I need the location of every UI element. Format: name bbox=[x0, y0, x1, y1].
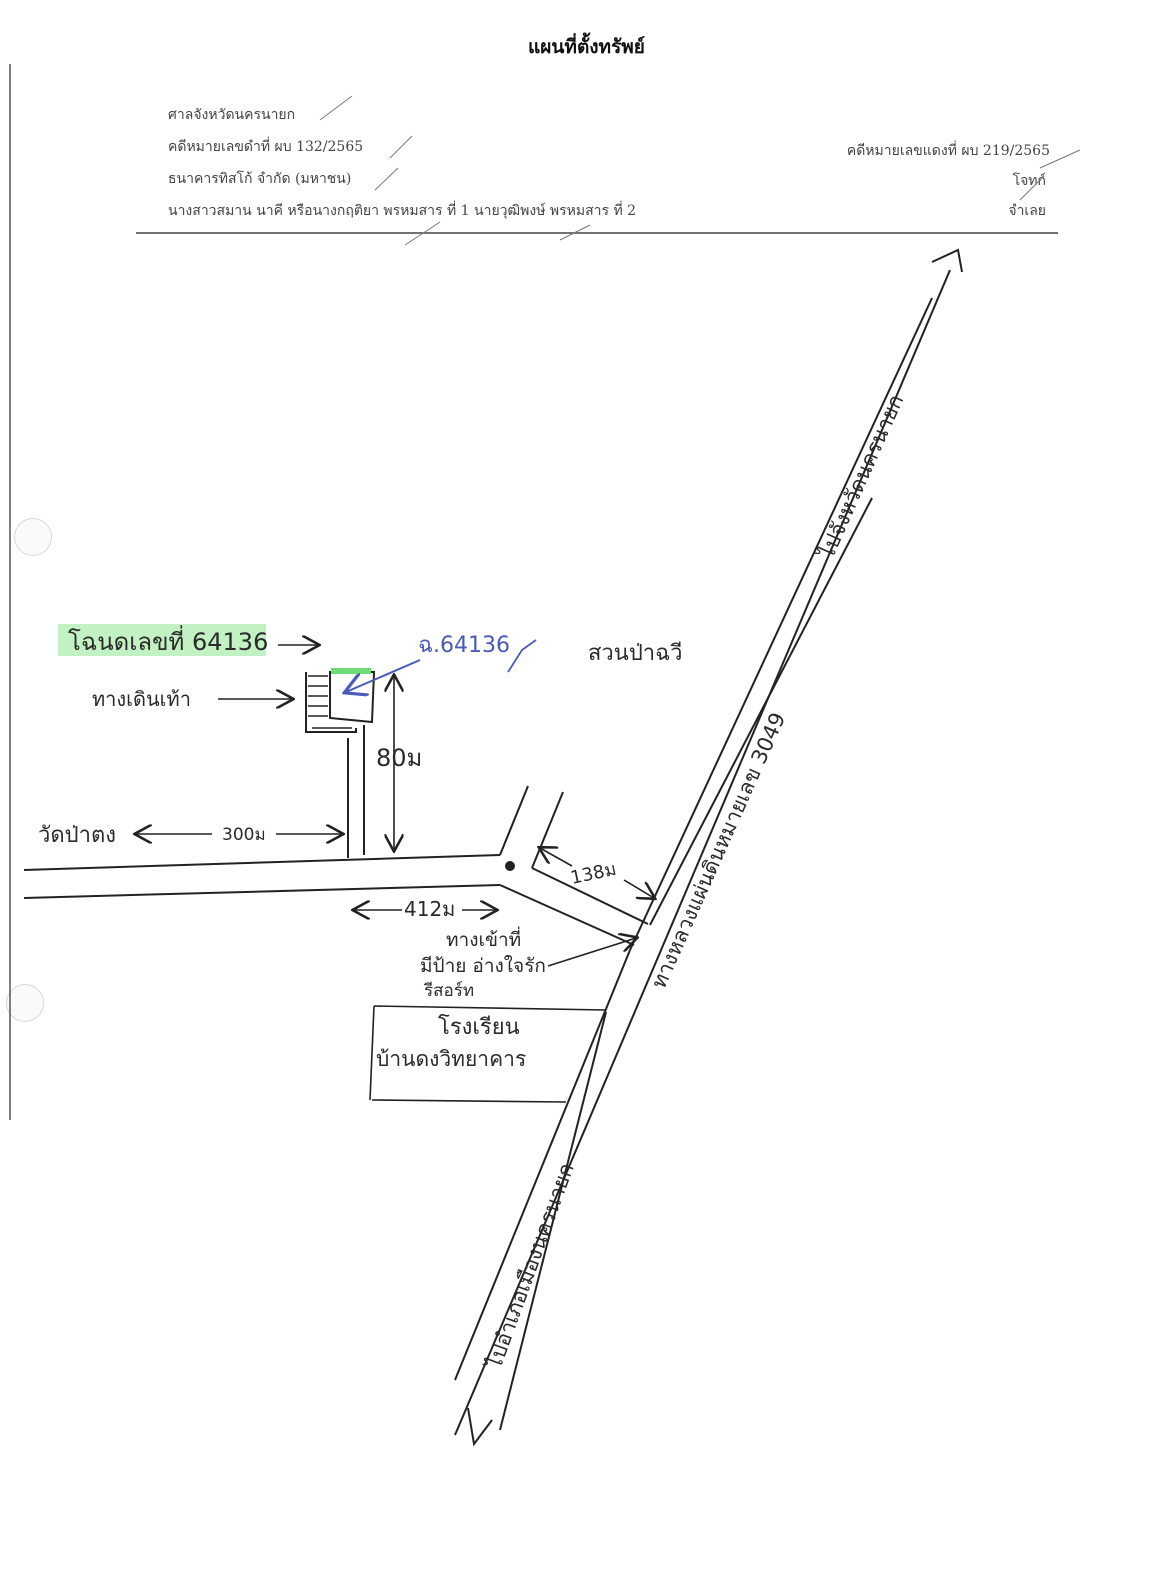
court-name: ศาลจังหวัดนครนายก bbox=[168, 107, 296, 123]
garden-label: สวนป่าฉวี bbox=[588, 641, 682, 666]
dimension-138m-right bbox=[623, 879, 654, 898]
entrance-line-1: ทางเข้าที่ bbox=[446, 926, 521, 951]
highway-arrow-north bbox=[931, 248, 963, 273]
page-title: แผนที่ตั้งทรัพย์ bbox=[528, 36, 645, 58]
deed-label: โฉนดเลขที่ 64136 bbox=[68, 625, 268, 656]
access-lane bbox=[347, 725, 365, 858]
dist-138-label: 138ม bbox=[569, 859, 619, 889]
entrance-line-2: มีป้าย อ่างใจรัก bbox=[420, 955, 546, 977]
black-case-number: คดีหมายเลขดำที่ ผบ 132/2565 bbox=[168, 139, 364, 155]
dimension-138m-left bbox=[540, 848, 573, 867]
footpath-label: ทางเดินเท้า bbox=[92, 687, 191, 711]
blue-check-mark bbox=[507, 639, 537, 673]
school-line-2: บ้านดงวิทยาคาร bbox=[376, 1047, 526, 1071]
entrance-line-3: รีสอร์ท bbox=[423, 981, 474, 1001]
entrance-arrow bbox=[547, 938, 636, 967]
plaintiff-role: โจทก์ bbox=[1012, 173, 1046, 189]
deed-mark-arrow bbox=[346, 659, 421, 692]
deed-mark: ฉ.64136 bbox=[418, 633, 510, 658]
deed-highlight bbox=[58, 624, 266, 656]
plaintiff-name: ธนาคารทิสโก้ จำกัด (มหาชน) bbox=[168, 171, 352, 187]
highway-label: ทางหลวงแผ่นดินหมายเลข 3049 bbox=[647, 709, 791, 992]
highway-road bbox=[454, 269, 951, 1436]
plot-green-mark bbox=[331, 668, 371, 674]
header-check-marks bbox=[319, 95, 1081, 246]
to-prachinburi-label: ไปอำเภอเมืองนครนายก bbox=[481, 1160, 578, 1374]
footpath-hatching bbox=[308, 675, 352, 729]
plot-shape bbox=[305, 671, 376, 733]
junction-dot bbox=[505, 861, 515, 871]
local-road bbox=[23, 785, 649, 946]
to-nakhon-nayok-label: ไปจังหวัดนครนายก bbox=[814, 391, 909, 564]
red-case-number: คดีหมายเลขแดงที่ ผบ 219/2565 bbox=[846, 143, 1050, 159]
dist-300-label: 300ม bbox=[222, 825, 266, 845]
punch-hole-bottom bbox=[6, 984, 44, 1022]
school-line-1: โรงเรียน bbox=[438, 1014, 520, 1040]
punch-hole-top bbox=[14, 518, 52, 556]
highway-arrow-south bbox=[467, 1407, 493, 1447]
defendants-name: นางสาวสมาน นาคี หรือนางกฤติยา พรหมสาร ที… bbox=[168, 203, 637, 219]
school-outline bbox=[369, 1005, 607, 1103]
temple-label: วัดป่าตง bbox=[38, 823, 116, 848]
dist-412-label: 412ม bbox=[404, 897, 455, 921]
dist-80-label: 80ม bbox=[376, 744, 422, 772]
defendants-role: จำเลย bbox=[1008, 203, 1046, 219]
